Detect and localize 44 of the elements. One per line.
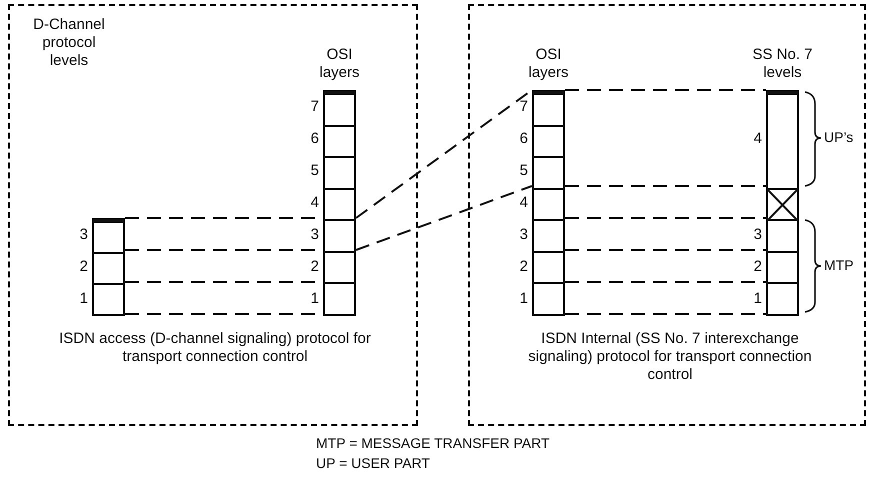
layer-number: 1 — [518, 290, 528, 308]
layer-stack — [323, 90, 356, 316]
brace-label: UP’s — [824, 128, 854, 146]
panel-caption: ISDN Internal (SS No. 7 interexchange signaling) protocol for transport connection control — [527, 330, 813, 384]
layer-number: 6 — [310, 130, 319, 148]
layer-number: 5 — [518, 162, 528, 180]
dashed-connector — [565, 313, 766, 315]
layer-number: 2 — [752, 258, 762, 276]
dashed-connector — [565, 89, 766, 91]
layer-number: 1 — [310, 290, 319, 308]
dashed-connector — [356, 185, 532, 251]
layer-number: 1 — [78, 290, 88, 308]
dashed-panel — [468, 4, 866, 426]
layer-number: 4 — [310, 194, 319, 212]
dashed-connector — [565, 217, 766, 219]
layer-number: 3 — [78, 226, 88, 244]
abbreviation-note: UP = USER PART — [316, 454, 430, 472]
layer-number: 2 — [310, 258, 319, 276]
layer-number: 5 — [310, 162, 319, 180]
dashed-connector — [565, 185, 766, 187]
dashed-connector — [565, 281, 766, 283]
column-heading: SS No. 7 levels — [751, 46, 814, 82]
layer-number: 7 — [310, 98, 319, 116]
abbreviation-note: MTP = MESSAGE TRANSFER PART — [316, 434, 550, 452]
layer-number: 4 — [518, 194, 528, 212]
panel-heading: D-Channel protocol levels — [32, 16, 106, 70]
layer-number: 6 — [518, 130, 528, 148]
layer-number: 1 — [752, 290, 762, 308]
layer-number: 3 — [752, 226, 762, 244]
dashed-panel — [8, 4, 418, 426]
layer-stack — [766, 90, 799, 316]
column-heading: OSI layers — [318, 46, 360, 82]
brace-label: MTP — [824, 256, 854, 274]
layer-number: 2 — [518, 258, 528, 276]
column-heading: OSI layers — [527, 46, 570, 82]
layer-number: 3 — [518, 226, 528, 244]
panel-caption: ISDN access (D-channel signaling) protocol for transport connection control — [58, 330, 372, 366]
layer-stack — [532, 90, 565, 316]
layer-number: 2 — [78, 258, 88, 276]
dashed-connector — [565, 249, 766, 251]
layer-number: 3 — [310, 226, 319, 244]
layer-number: 7 — [518, 98, 528, 116]
layer-stack — [92, 218, 125, 316]
layer-number: 4 — [752, 130, 762, 148]
